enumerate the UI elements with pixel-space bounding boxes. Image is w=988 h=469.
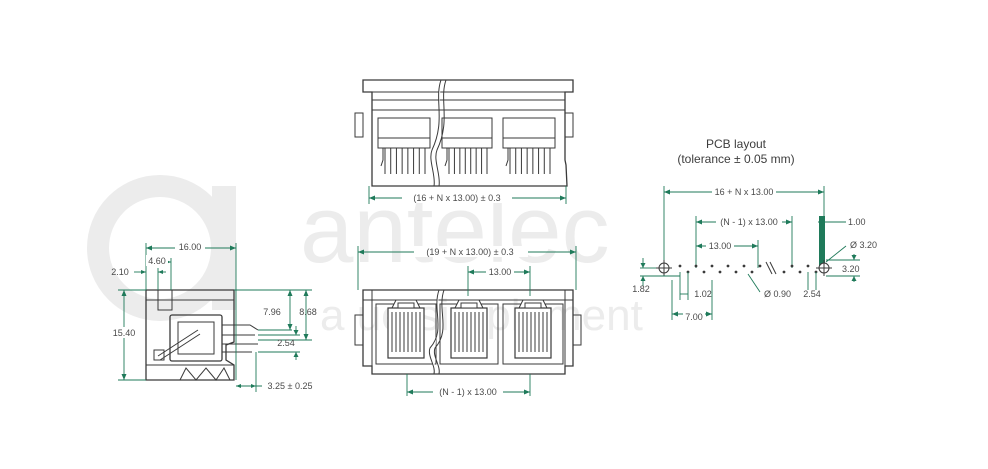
pcb-layout-subtitle: (tolerance ± 0.05 mm) [677,152,794,166]
dim-front-width: (19 + N x 13.00) ± 0.3 [426,247,513,257]
side-view: 16.00 4.60 2.10 15.40 7.96 8.68 [110,241,317,392]
dim-pcb-1-82: 1.82 [632,284,650,294]
dim-side-8-68: 8.68 [299,307,317,317]
dim-side-2-54: 2.54 [277,338,295,348]
dim-top-width: (16 + N x 13.00) ± 0.3 [413,193,500,203]
dim-pcb-dia-0-90: Ø 0.90 [764,289,791,299]
dim-pcb-3-20: 3.20 [842,264,860,274]
dim-side-3-25: 3.25 ± 0.25 [268,381,313,391]
dim-front-span: (N - 1) x 13.00 [439,387,497,397]
dim-pcb-1-00: 1.00 [848,217,866,227]
front-view: (19 + N x 13.00) ± 0.3 13.00 (N - 1) x 1… [354,246,582,397]
dim-front-pitch: 13.00 [489,267,512,277]
dim-side-2-10: 2.10 [111,267,129,277]
dim-pcb-1-02: 1.02 [694,289,712,299]
dim-pcb-2-54: 2.54 [803,289,821,299]
pcb-layout: PCB layout (tolerance ± 0.05 mm) 16 + N … [632,137,877,322]
dim-side-4-60: 4.60 [148,256,166,266]
dim-side-7-96: 7.96 [263,307,281,317]
dim-side-16: 16.00 [179,242,202,252]
top-view: (16 + N x 13.00) ± 0.3 [354,79,574,204]
dim-pcb-total: 16 + N x 13.00 [715,187,774,197]
dim-pcb-7-00: 7.00 [685,312,703,322]
dim-pcb-dia-3-20: Ø 3.20 [850,240,877,250]
dim-pcb-span: (N - 1) x 13.00 [720,217,778,227]
dim-side-15-40: 15.40 [113,328,136,338]
dim-pcb-pitch: 13.00 [709,241,732,251]
pcb-layout-title: PCB layout [706,137,767,151]
